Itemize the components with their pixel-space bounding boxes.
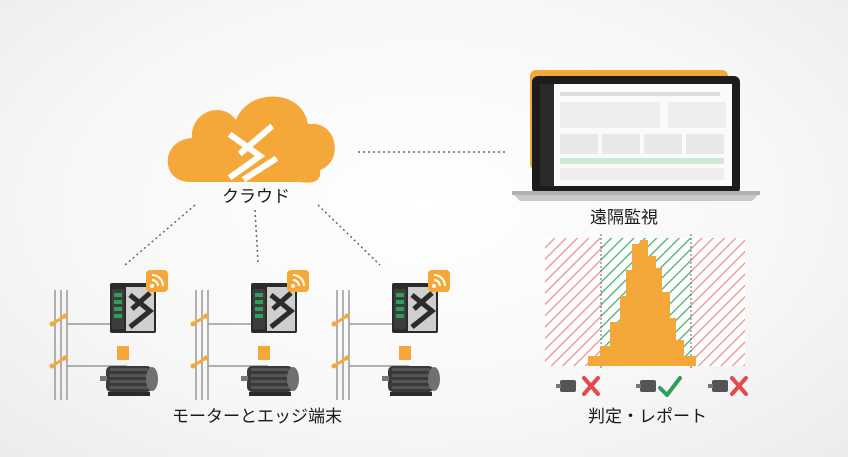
cloud-label: クラウド <box>222 187 290 207</box>
cloud-icon <box>167 96 335 183</box>
edge-unit-1 <box>48 269 169 402</box>
cross-icon <box>582 376 600 396</box>
check-icon <box>658 376 682 397</box>
edge-unit-3 <box>330 269 451 402</box>
judgement-ok <box>636 376 682 397</box>
edge-unit-2 <box>189 269 310 402</box>
judgement-report-label: 判定・レポート <box>588 407 707 427</box>
remote-monitoring-label: 遠隔監視 <box>590 208 658 228</box>
laptop-icon <box>512 70 760 201</box>
judgement-ng-1 <box>556 376 600 396</box>
edge-devices-label: モーターとエッジ端末 <box>172 407 342 427</box>
histogram-chart <box>545 234 745 368</box>
judgement-ng-2 <box>708 376 748 396</box>
dotted-connectors <box>124 151 505 266</box>
cross-icon <box>730 376 748 396</box>
